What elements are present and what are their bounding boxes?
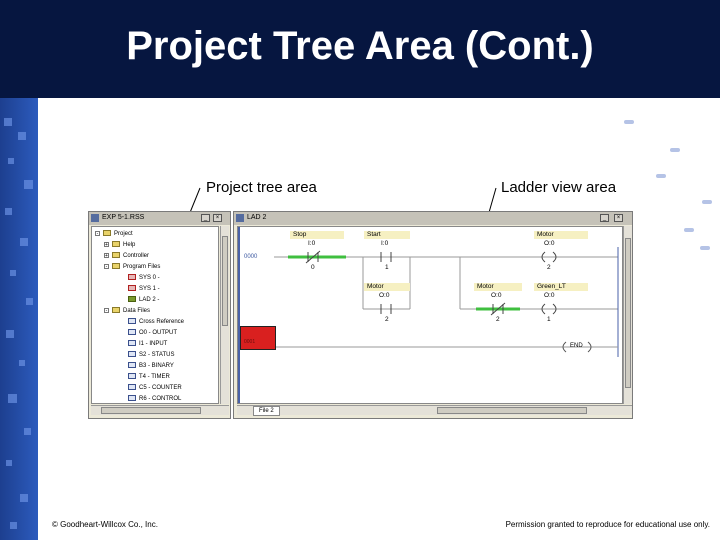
tree-item-s2-status[interactable]: S2 - STATUS	[128, 351, 174, 358]
ladder-view-callout: Ladder view area	[501, 179, 617, 196]
tree-item-data-files[interactable]: Data Files	[112, 307, 150, 314]
end-rung-selection[interactable]: 0001	[240, 326, 276, 350]
tree-item-lad2[interactable]: LAD 2 -	[128, 296, 159, 303]
close-button[interactable]: ×	[213, 214, 222, 222]
green-lt-label: Green_LT	[534, 283, 588, 291]
tree-item-help[interactable]: Help	[112, 241, 135, 248]
folder-icon	[112, 252, 120, 258]
collapse-icon[interactable]: -	[104, 264, 109, 270]
ladder-horizontal-scrollbar[interactable]: File 2	[237, 405, 632, 416]
motor-branch-label: Motor	[364, 283, 410, 291]
tree-hscroll-thumb[interactable]	[101, 407, 201, 414]
program-file-icon	[128, 285, 136, 291]
tree-item-i1-input[interactable]: I1 - INPUT	[128, 340, 167, 347]
tree-vertical-scrollbar[interactable]	[220, 226, 229, 404]
project-tree-titlebar[interactable]: EXP 5-1.RSS _ ×	[89, 212, 230, 225]
green-lt-address: O:0	[544, 292, 555, 299]
ladder-close-button[interactable]: ×	[614, 214, 623, 222]
expand-icon[interactable]: +	[104, 253, 109, 259]
ladder-rungs	[274, 247, 619, 357]
file-2-tab[interactable]: File 2	[253, 406, 280, 416]
tree-item-project[interactable]: Project	[103, 230, 133, 237]
collapse-icon[interactable]: -	[95, 231, 100, 237]
start-address: I:0	[381, 240, 389, 247]
project-tree: - Project + Help + Controller - Program …	[91, 226, 219, 404]
minimize-button[interactable]: _	[201, 214, 210, 222]
green-lt-bit: 1	[547, 316, 551, 323]
ladder-scroll-thumb[interactable]	[625, 238, 631, 388]
folder-icon	[103, 230, 111, 236]
project-tree-window: EXP 5-1.RSS _ × - Project + Help + Contr…	[88, 211, 231, 419]
project-tree-callout: Project tree area	[206, 179, 317, 196]
project-app-icon	[91, 214, 99, 222]
tree-item-o0-output[interactable]: O0 - OUTPUT	[128, 329, 177, 336]
ladder-view: 0000	[237, 226, 623, 404]
ladder-titlebar[interactable]: LAD 2 _ ×	[234, 212, 632, 225]
motor-branch-bit: 2	[385, 316, 389, 323]
motor-branch-address: O:0	[379, 292, 390, 299]
tree-item-program-files[interactable]: Program Files	[112, 263, 160, 270]
motor-output-label: Motor	[534, 231, 588, 239]
decorative-side-strip	[0, 98, 38, 540]
stop-contact[interactable]	[302, 249, 324, 265]
project-tree-title: EXP 5-1.RSS	[102, 214, 145, 221]
motor-output-bit: 2	[547, 264, 551, 271]
ladder-hscroll-thumb[interactable]	[437, 407, 587, 414]
data-file-icon	[128, 318, 136, 324]
data-file-icon	[128, 384, 136, 390]
footer-permission: Permission granted to reproduce for educ…	[505, 520, 710, 529]
tree-horizontal-scrollbar[interactable]	[91, 405, 229, 415]
motor-nc-bit: 2	[496, 316, 500, 323]
tree-item-controller[interactable]: Controller	[112, 252, 149, 259]
motor-nc-address: O:0	[491, 292, 502, 299]
tree-item-c5-counter[interactable]: C5 - COUNTER	[128, 384, 182, 391]
folder-icon	[112, 241, 120, 247]
tree-item-t4-timer[interactable]: T4 - TIMER	[128, 373, 170, 380]
rung-number-0000: 0000	[244, 254, 258, 260]
motor-output-coil[interactable]	[538, 249, 562, 265]
stop-label: Stop	[290, 231, 344, 239]
ladder-window-title: LAD 2	[247, 214, 267, 221]
green-lt-coil[interactable]	[538, 301, 562, 317]
tree-item-sys1[interactable]: SYS 1 -	[128, 285, 160, 292]
data-file-icon	[128, 340, 136, 346]
start-contact[interactable]	[376, 249, 398, 265]
ladder-file-icon	[128, 296, 136, 302]
start-label: Start	[364, 231, 410, 239]
data-file-icon	[128, 395, 136, 401]
start-bit: 1	[385, 264, 389, 271]
stop-bit: 0	[311, 264, 315, 271]
slide-title: Project Tree Area (Cont.)	[126, 24, 594, 68]
data-file-icon	[128, 373, 136, 379]
open-folder-icon	[112, 307, 120, 313]
tree-item-cross-reference[interactable]: Cross Reference	[128, 318, 184, 325]
motor-branch-contact[interactable]	[376, 301, 398, 317]
collapse-icon[interactable]: -	[104, 308, 109, 314]
data-file-icon	[128, 362, 136, 368]
program-file-icon	[128, 274, 136, 280]
slide-title-bar	[0, 0, 720, 98]
data-file-icon	[128, 329, 136, 335]
decorative-dots	[600, 110, 720, 270]
ladder-minimize-button[interactable]: _	[600, 214, 609, 222]
data-file-icon	[128, 351, 136, 357]
stop-address: I:0	[308, 240, 316, 247]
tree-item-b3-binary[interactable]: B3 - BINARY	[128, 362, 174, 369]
open-folder-icon	[112, 263, 120, 269]
footer-copyright: © Goodheart-Willcox Co., Inc.	[52, 520, 158, 529]
left-power-rail	[238, 227, 240, 403]
end-label: END	[570, 343, 583, 349]
tree-item-r6-control[interactable]: R6 - CONTROL	[128, 395, 181, 402]
tree-scroll-thumb[interactable]	[222, 236, 228, 326]
ladder-window-icon	[236, 214, 244, 222]
tree-item-sys0[interactable]: SYS 0 -	[128, 274, 160, 281]
motor-nc-contact[interactable]	[488, 301, 510, 317]
motor-nc-label: Motor	[474, 283, 522, 291]
ladder-vertical-scrollbar[interactable]	[623, 226, 632, 404]
ladder-window: LAD 2 _ × 0000	[233, 211, 633, 419]
motor-output-address: O:0	[544, 240, 555, 247]
expand-icon[interactable]: +	[104, 242, 109, 248]
